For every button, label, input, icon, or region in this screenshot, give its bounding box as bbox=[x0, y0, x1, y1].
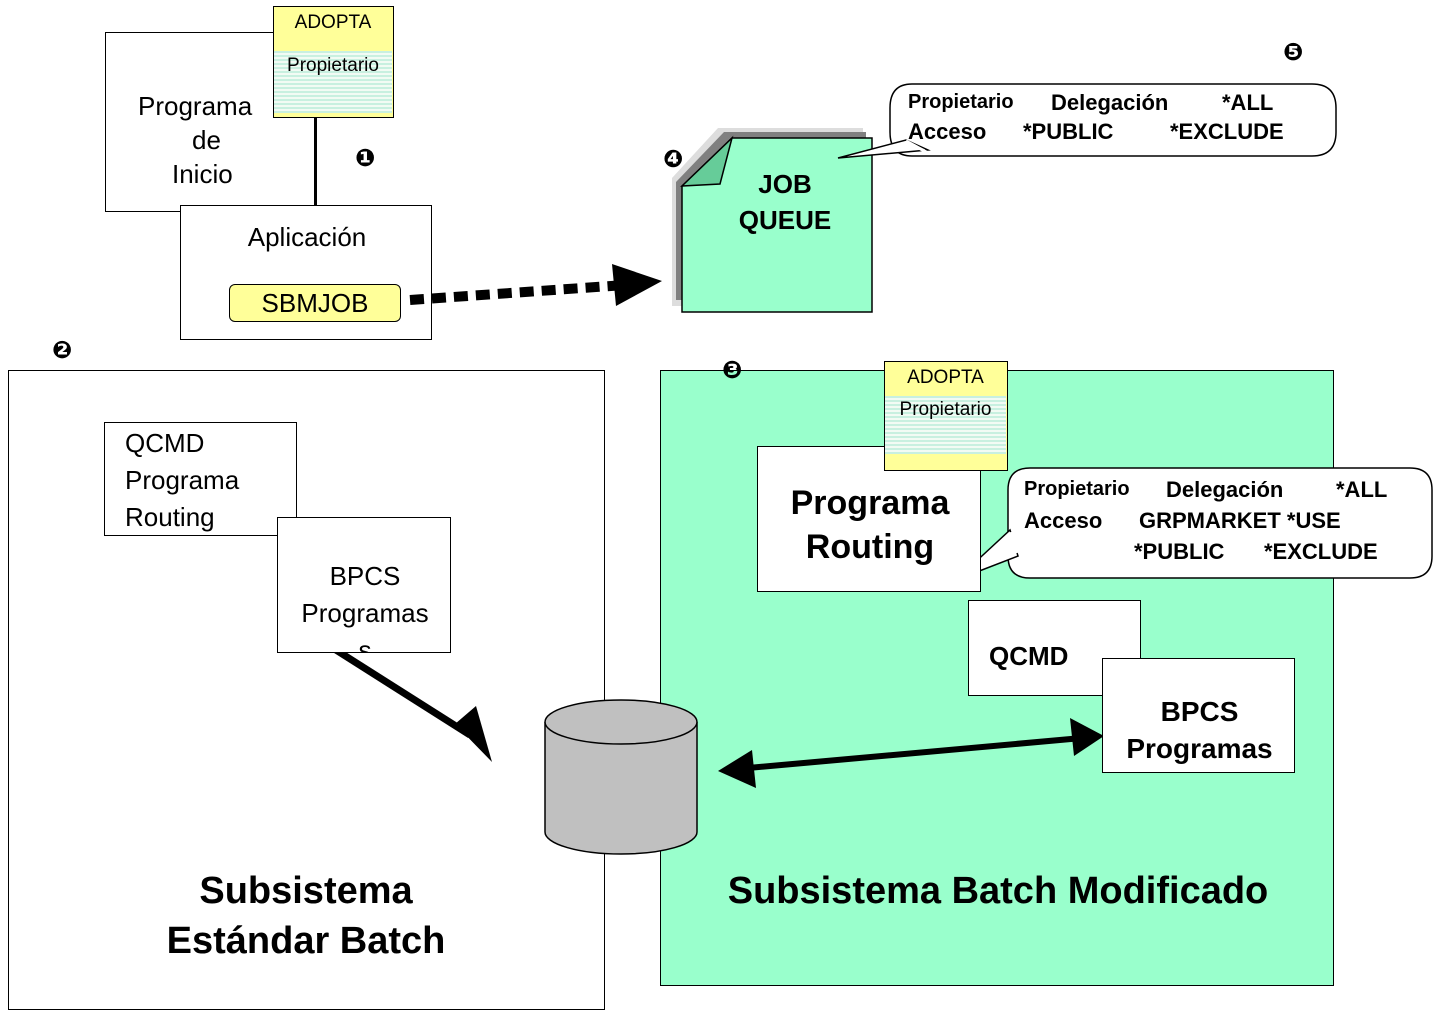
routing-program-box: Programa Routing bbox=[757, 446, 981, 592]
start-program-label: Programa de Inicio bbox=[138, 89, 308, 191]
routing-line1: Programa bbox=[790, 484, 950, 522]
callout-top-r2c3: *EXCLUDE bbox=[1170, 119, 1284, 144]
marker-4: ❹ bbox=[663, 145, 684, 173]
bpcs-standard-line3: s bbox=[358, 635, 372, 653]
callout-mid-r1c3: *ALL bbox=[1336, 477, 1388, 502]
marker-3: ❸ bbox=[722, 356, 743, 384]
callout-mid-r2c1: Acceso bbox=[1024, 508, 1103, 533]
bpcs-to-db-arrow-line bbox=[334, 647, 472, 738]
callout-top-r1c2: Delegación bbox=[1051, 90, 1169, 115]
bpcs-modified-line2: Programas bbox=[1126, 733, 1273, 764]
qcmd-routing-box: QCMD Programa Routing bbox=[104, 422, 297, 536]
adopt-tag-top: ADOPTA Propietario bbox=[273, 6, 394, 118]
marker-1: ❶ bbox=[355, 144, 376, 172]
start-program-line3: Inicio bbox=[172, 159, 233, 189]
callout-mid-r3c3: *EXCLUDE bbox=[1264, 539, 1378, 564]
callout-mid-text: Propietario Delegación *ALL Acceso GRPMA… bbox=[1024, 474, 1424, 567]
start-program-line2: de bbox=[192, 125, 221, 155]
bpcs-standard-line1: BPCS bbox=[329, 561, 401, 591]
application-box: Aplicación SBMJOB bbox=[180, 205, 432, 340]
marker-2: ❷ bbox=[52, 336, 73, 364]
callout-top-r2c2: *PUBLIC bbox=[1023, 119, 1114, 144]
callout-mid-r1c2: Delegación bbox=[1166, 477, 1284, 502]
standard-title-line2: Estándar Batch bbox=[166, 920, 446, 962]
db-bpcs-arrow-head-right bbox=[1070, 718, 1104, 756]
job-queue-fold bbox=[680, 135, 734, 187]
adopt-tag-top-title: ADOPTA bbox=[294, 12, 372, 33]
callout-top-shape bbox=[889, 83, 1337, 157]
callout-top-r1c1: Propietario bbox=[908, 91, 1014, 113]
connector-line bbox=[315, 118, 317, 206]
db-bpcs-double-arrow-line bbox=[747, 735, 1083, 771]
database-cylinder bbox=[544, 699, 698, 855]
bpcs-to-db-arrow-head bbox=[455, 706, 492, 762]
routing-line2: Routing bbox=[805, 528, 935, 566]
adopt-tag-top-owner: Propietario bbox=[287, 55, 379, 76]
sbmjob-button[interactable]: SBMJOB bbox=[229, 284, 401, 322]
application-label: Aplicación bbox=[247, 222, 367, 252]
job-queue-label: JOB QUEUE bbox=[700, 166, 870, 238]
job-queue-line1: JOB bbox=[758, 169, 812, 199]
job-queue-line2: QUEUE bbox=[738, 205, 832, 235]
start-program-line1: Programa bbox=[138, 91, 253, 121]
callout-top-tail bbox=[837, 139, 931, 159]
qcmd-modified-label: QCMD bbox=[989, 641, 1069, 671]
bpcs-programs-box-standard: BPCS Programas s bbox=[277, 517, 451, 653]
submit-arrow-head bbox=[612, 264, 662, 306]
standard-title-line1: Subsistema bbox=[199, 870, 413, 912]
adopt-tag-modified-stripes bbox=[885, 396, 1006, 454]
callout-top-text: Propietario Delegación *ALL Acceso *PUBL… bbox=[908, 88, 1328, 146]
bpcs-standard-line2: Programas bbox=[301, 598, 429, 628]
adopt-tag-modified-title: ADOPTA bbox=[907, 367, 984, 388]
adopt-tag-modified: ADOPTA Propietario bbox=[884, 361, 1008, 471]
callout-mid-r3c2: *PUBLIC bbox=[1134, 539, 1225, 564]
submit-arrow-line bbox=[409, 280, 626, 305]
qcmd-routing-line1: QCMD bbox=[125, 428, 205, 458]
standard-subsystem-title: Subsistema Estándar Batch bbox=[100, 866, 512, 966]
qcmd-routing-line2: Programa bbox=[125, 465, 240, 495]
marker-5: ❺ bbox=[1283, 38, 1304, 66]
qcmd-routing-line3: Routing bbox=[125, 502, 215, 532]
bpcs-modified-line1: BPCS bbox=[1160, 696, 1239, 727]
sbmjob-label: SBMJOB bbox=[261, 287, 369, 318]
callout-mid-shape bbox=[1007, 467, 1433, 579]
adopt-tag-top-stripes bbox=[274, 51, 392, 113]
callout-top-r2c1: Acceso bbox=[908, 119, 987, 144]
db-bpcs-arrow-head-left bbox=[718, 750, 756, 788]
callout-mid-r2c2: GRPMARKET *USE bbox=[1139, 508, 1341, 533]
callout-mid-r1c1: Propietario bbox=[1024, 478, 1130, 500]
bpcs-programs-box-modified: BPCS Programas bbox=[1102, 658, 1295, 773]
adopt-tag-modified-owner: Propietario bbox=[899, 399, 992, 420]
callout-top-r1c3: *ALL bbox=[1222, 90, 1274, 115]
modified-subsystem-title: Subsistema Batch Modificado bbox=[727, 870, 1269, 912]
